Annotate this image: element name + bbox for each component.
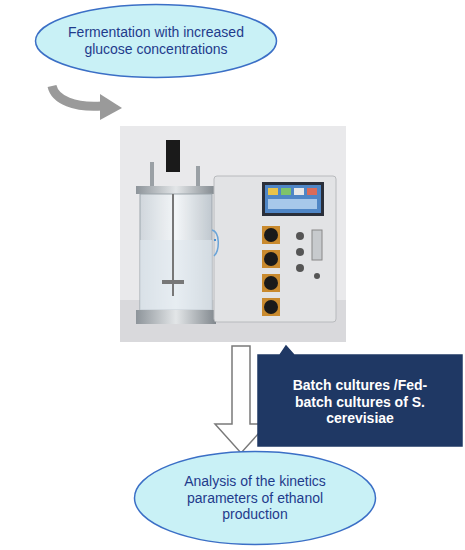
bioreactor-photo bbox=[120, 126, 346, 342]
node-text: Fermentation with increased glucose conc… bbox=[68, 24, 244, 58]
callout-fill bbox=[258, 346, 462, 446]
screen-icon bbox=[281, 188, 291, 195]
pump-rotor bbox=[264, 252, 278, 266]
port bbox=[296, 248, 304, 256]
start-ellipse: Fermentation with increased glucose conc… bbox=[34, 3, 278, 79]
callout-box: Batch cultures /Fed-batch cultures of S.… bbox=[258, 346, 462, 446]
screen bbox=[265, 185, 321, 213]
controller-box bbox=[214, 176, 336, 322]
port bbox=[296, 232, 304, 240]
tube bbox=[212, 230, 218, 256]
impeller bbox=[162, 280, 184, 284]
screen-icon bbox=[294, 188, 304, 195]
tube bbox=[214, 239, 216, 241]
result-ellipse: Analysis of the kinetics parameters of e… bbox=[133, 450, 377, 546]
pump bbox=[262, 250, 280, 268]
curved-arrow bbox=[52, 86, 102, 106]
port bbox=[314, 273, 320, 279]
arrow-head bbox=[100, 94, 122, 120]
motor bbox=[166, 140, 180, 172]
pump-rotor bbox=[264, 228, 278, 242]
pump-heads bbox=[262, 226, 280, 316]
flowmeter bbox=[312, 230, 322, 260]
photo-background bbox=[120, 126, 346, 342]
screen-panel bbox=[268, 199, 317, 209]
base-plate bbox=[136, 310, 216, 324]
node-text: Batch cultures /Fed-batch cultures of S.… bbox=[276, 377, 444, 427]
screen-frame bbox=[262, 182, 324, 216]
ellipse-fill bbox=[135, 452, 376, 545]
node-text: Analysis of the kinetics parameters of e… bbox=[169, 473, 341, 523]
pump bbox=[262, 274, 280, 292]
liquid bbox=[140, 240, 212, 310]
glass-vessel bbox=[140, 194, 212, 310]
pump bbox=[262, 226, 280, 244]
probe bbox=[150, 162, 154, 190]
pump-rotor bbox=[264, 276, 278, 290]
screen-icon bbox=[307, 188, 317, 195]
pump bbox=[262, 298, 280, 316]
port bbox=[296, 264, 304, 272]
screen-icon bbox=[268, 188, 278, 195]
ellipse-fill bbox=[36, 5, 277, 78]
top-plate bbox=[136, 186, 216, 194]
pump-rotor bbox=[264, 300, 278, 314]
